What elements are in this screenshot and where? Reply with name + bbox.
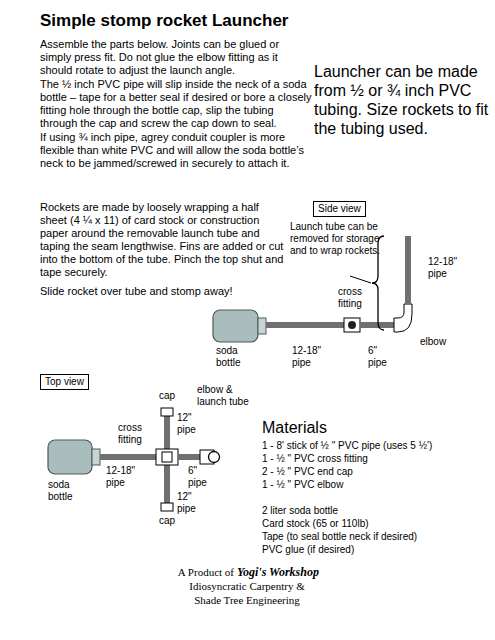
end-cap <box>161 408 173 416</box>
materials-item: PVC glue (if desired) <box>262 544 487 556</box>
bottle-neck <box>92 449 100 465</box>
part-label: 12" pipe <box>177 491 205 515</box>
end-cap <box>161 503 173 511</box>
title: Simple stomp rocket Launcher <box>40 11 288 31</box>
part-label: 6" pipe <box>368 345 396 369</box>
instruction-text: Assemble the parts below. Joints can be … <box>40 38 312 77</box>
pipe <box>360 322 394 328</box>
materials-item: Tape (to seal bottle neck if desired) <box>262 531 487 543</box>
launch-tube-note: Launch tube can be removed for storage a… <box>290 221 398 257</box>
cross-fitting <box>344 318 360 332</box>
part-label: elbow <box>420 336 460 348</box>
bottle-neck <box>258 318 266 334</box>
soda-bottle <box>48 440 92 474</box>
materials-item: 1 - ½ " PVC cross fitting <box>262 453 487 465</box>
part-label: cross fitting <box>338 286 378 310</box>
cross-fitting <box>156 449 178 465</box>
pipe <box>100 454 156 460</box>
part-label: 12" pipe <box>177 412 205 436</box>
part-label: 6" pipe <box>188 465 216 489</box>
materials-item: 1 - 8' stick of ½ " PVC pipe (uses 5 ½') <box>262 440 487 452</box>
view-label: Top view <box>45 376 84 388</box>
pipe <box>164 416 170 449</box>
pipe <box>164 465 170 503</box>
part-label: cap <box>155 515 179 527</box>
leader-line <box>350 276 371 283</box>
footer-brand: Yogi's Workshop <box>237 565 387 579</box>
cross-fitting-center <box>162 452 172 462</box>
view-label: Side view <box>318 203 361 215</box>
materials-item: 1 - ½ " PVC elbow <box>262 479 487 491</box>
launch-tube-end <box>209 452 220 463</box>
footer-text: Idiosyncratic Carpentry & <box>122 580 372 593</box>
soda-bottle <box>213 310 258 342</box>
footer-text: Shade Tree Engineering <box>122 594 372 607</box>
launch-tube <box>405 236 411 304</box>
materials-item: 2 liter soda bottle <box>262 505 487 517</box>
part-label: 12-18" pipe <box>292 345 326 369</box>
elbow-fitting <box>394 304 412 332</box>
pipe <box>266 322 344 328</box>
part-label: soda bottle <box>48 479 80 503</box>
part-label: 12-18" pipe <box>106 465 140 489</box>
instruction-text: The ½ inch PVC pipe will slip inside the… <box>40 78 312 130</box>
materials-item: Card stock (65 or 110lb) <box>262 518 487 530</box>
part-label: 12-18" pipe <box>428 256 462 280</box>
part-label: soda bottle <box>216 345 248 369</box>
view-label-box: Top view <box>40 374 89 390</box>
launcher-note: Launcher can be made from ½ or ¾ inch PV… <box>314 62 490 138</box>
footer-text: A Product of <box>104 566 234 579</box>
materials-item: 2 - ½ " PVC end cap <box>262 466 487 478</box>
materials-heading: Materials <box>262 418 422 437</box>
instruction-text: If using ¾ inch pipe, agrey conduit coup… <box>40 131 312 170</box>
rocket-instructions: Slide rocket over tube and stomp away! <box>40 285 285 298</box>
pipe <box>178 454 200 460</box>
part-label: cross fitting <box>118 422 158 446</box>
rocket-instructions: Rockets are made by loosely wrapping a h… <box>40 201 285 279</box>
part-label: elbow & launch tube <box>197 384 257 408</box>
view-label-box: Side view <box>313 201 366 217</box>
cross-fitting-hole <box>348 321 356 329</box>
part-label: cap <box>155 390 179 402</box>
